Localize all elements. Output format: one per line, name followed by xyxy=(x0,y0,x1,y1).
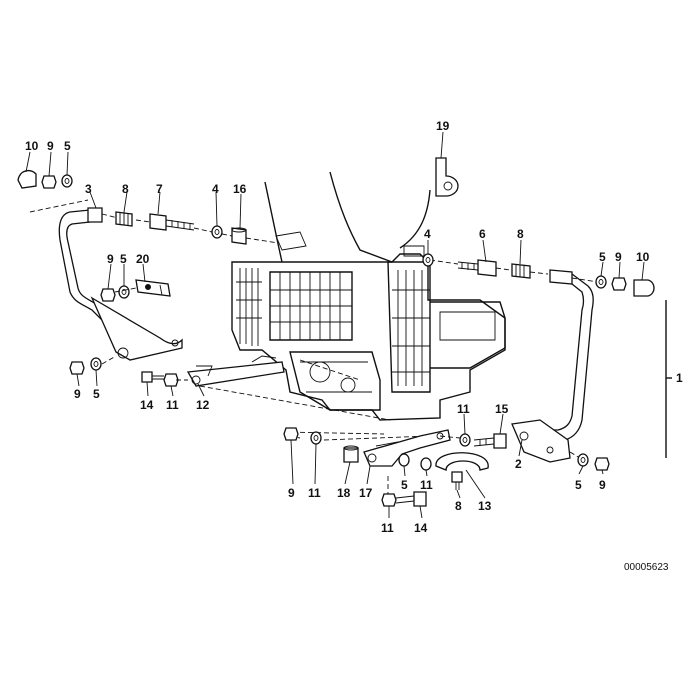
callout-5-right-bottom: 5 xyxy=(575,478,582,492)
right-lower-end-fasteners xyxy=(569,451,610,471)
callout-9-left-top: 9 xyxy=(47,139,54,153)
callout-5-lower: 5 xyxy=(401,478,408,492)
part-4-right-washer xyxy=(422,253,434,267)
callout-7: 7 xyxy=(156,182,163,196)
callout-5-left-bottom: 5 xyxy=(93,387,100,401)
callout-13: 13 xyxy=(478,499,492,513)
callout-9-right-top: 9 xyxy=(615,250,622,264)
callout-5-right-top: 5 xyxy=(599,250,606,264)
callout-labels: 10 9 5 3 8 7 4 16 19 4 6 8 5 9 10 9 5 20… xyxy=(25,119,683,535)
callout-17: 17 xyxy=(359,486,373,500)
part-6-threaded-rod xyxy=(457,259,497,277)
callout-11-left: 11 xyxy=(166,398,179,412)
callout-11-lower-mid: 11 xyxy=(420,478,433,492)
part-16-spacer xyxy=(231,227,247,245)
right-crash-bar-assembly xyxy=(511,269,594,463)
callout-2: 2 xyxy=(515,457,522,471)
part-7-threaded-stud xyxy=(149,213,195,231)
callout-10-right: 10 xyxy=(636,250,650,264)
lower-center-assembly xyxy=(283,427,507,507)
left-upper-fastener-chain xyxy=(17,169,279,245)
callout-19: 19 xyxy=(436,119,450,133)
callout-14-bottom: 14 xyxy=(414,521,428,535)
left-lower-fasteners xyxy=(69,355,117,375)
callout-9-right-bottom: 9 xyxy=(599,478,606,492)
callout-16: 16 xyxy=(233,182,247,196)
callout-6: 6 xyxy=(479,227,486,241)
callout-9-left-mid: 9 xyxy=(107,252,114,266)
left-crash-bar-assembly xyxy=(58,207,183,361)
callout-10-left: 10 xyxy=(25,139,39,153)
part-4-washer xyxy=(211,225,223,239)
callout-5-left-mid: 5 xyxy=(120,252,127,266)
part-11-left-washer xyxy=(163,373,179,387)
left-mid-fasteners xyxy=(100,279,171,302)
callout-15: 15 xyxy=(495,402,509,416)
callout-18: 18 xyxy=(337,486,351,500)
callout-20: 20 xyxy=(136,252,150,266)
callout-8-left: 8 xyxy=(122,182,129,196)
callout-11-lower: 11 xyxy=(308,486,321,500)
part-10-left-cap-nut xyxy=(17,169,37,189)
callout-leaders xyxy=(25,131,645,519)
part-12-lower-bracket xyxy=(186,355,285,387)
callout-12: 12 xyxy=(196,398,210,412)
callout-8-lower: 8 xyxy=(455,499,462,513)
part-19-bracket xyxy=(435,157,459,197)
part-8-right-fitting xyxy=(511,263,531,279)
part-8-left-fitting xyxy=(115,211,133,227)
callout-8-right: 8 xyxy=(517,227,524,241)
part-9-left-nut xyxy=(41,175,57,189)
callout-1: 1 xyxy=(676,371,683,385)
callout-5-left-top: 5 xyxy=(64,139,71,153)
callout-11-bottom: 11 xyxy=(381,521,394,535)
callout-9-lower: 9 xyxy=(288,486,295,500)
right-upper-end-fasteners xyxy=(571,275,655,297)
part-20-clip xyxy=(135,279,171,297)
callout-14-left: 14 xyxy=(140,398,154,412)
right-upper-fastener-chain xyxy=(422,253,549,279)
engine-block-illustration xyxy=(231,171,506,421)
callout-9-left-bottom: 9 xyxy=(74,387,81,401)
part-14-left-bolt xyxy=(141,371,164,383)
part-5-left-washer xyxy=(61,174,73,188)
callout-3: 3 xyxy=(85,182,92,196)
callout-4-left: 4 xyxy=(212,182,219,196)
callout-11-center-right: 11 xyxy=(457,402,470,416)
callout-4-right: 4 xyxy=(424,227,431,241)
diagram-reference-number: 00005623 xyxy=(624,562,669,573)
